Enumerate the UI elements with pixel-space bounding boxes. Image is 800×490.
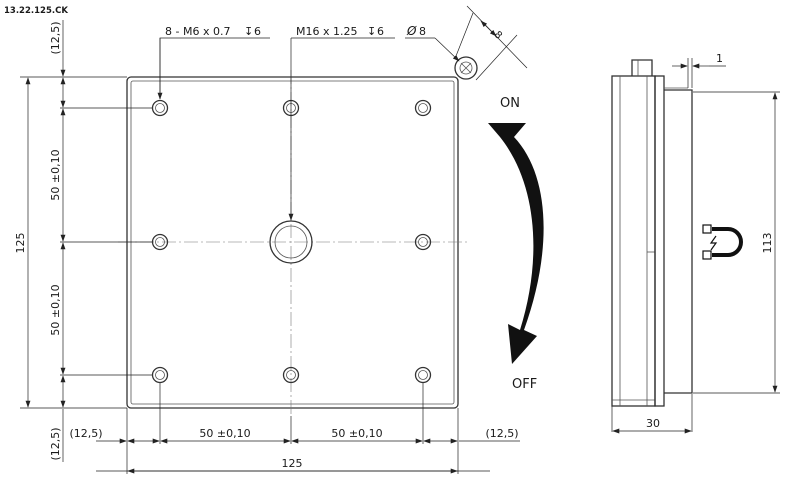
- dim-top-offset: (12,5): [49, 21, 62, 54]
- m6-hole: [282, 366, 300, 384]
- dim-overall-height: 125: [14, 233, 27, 254]
- front-view: [118, 56, 478, 416]
- thread-center-label: M16 x 1.25: [296, 25, 357, 38]
- side-plate: [654, 75, 665, 407]
- m6-hole: [414, 366, 432, 384]
- plate-inner-outline: [130, 80, 455, 405]
- plate-outline: [126, 76, 459, 409]
- thread-small-depth-symbol: ↧: [244, 25, 253, 38]
- side-view: 1 113 30: [611, 52, 780, 434]
- thread-callouts: 8 - M6 x 0.7 ↧ 6 M16 x 1.25 ↧ 6: [157, 25, 395, 221]
- dim-right-offset: (12,5): [485, 427, 518, 440]
- dim-pitch-vertical-1: 50 ±0,10: [49, 149, 62, 200]
- switch-on-label: ON: [500, 96, 520, 111]
- m6-hole: [151, 99, 169, 117]
- part-number: 13.22.125.CK: [4, 6, 68, 16]
- m6-hole: [151, 366, 169, 384]
- dim-bottom-offset: (12,5): [49, 427, 62, 460]
- dim-pitch-horizontal-1: 50 ±0,10: [199, 427, 250, 440]
- vertical-dimensions: (12,5) 50 ±0,10 50 ±0,10 (12,5) 125: [14, 20, 152, 462]
- pin-diameter-symbol: Ø: [406, 24, 417, 38]
- m6-hole: [414, 99, 432, 117]
- side-pole: [664, 89, 693, 394]
- switch-arc-arrow-icon: [488, 123, 544, 364]
- pin-width: 8: [492, 29, 504, 41]
- dim-pin-protrusion: 1: [716, 52, 723, 65]
- thread-small-depth: 6: [254, 25, 261, 38]
- magnet-icon: [702, 224, 743, 260]
- pin-callouts: Ø 8 8: [405, 5, 528, 81]
- m16-center-hole: [269, 220, 313, 264]
- pin-diameter-value: 8: [419, 25, 426, 38]
- thread-center-depth-symbol: ↧: [367, 25, 376, 38]
- side-body: [611, 75, 656, 407]
- switch-pin: [454, 56, 478, 80]
- m6-hole: [414, 233, 432, 251]
- thread-small-label: 8 - M6 x 0.7: [165, 25, 230, 38]
- on-off-switch-indicator: ON OFF: [488, 96, 544, 392]
- dim-pitch-vertical-2: 50 ±0,10: [49, 284, 62, 335]
- thread-center-depth: 6: [377, 25, 384, 38]
- dim-left-offset: (12,5): [69, 427, 102, 440]
- side-knob: [631, 59, 653, 76]
- switch-off-label: OFF: [512, 377, 537, 392]
- dim-pitch-horizontal-2: 50 ±0,10: [331, 427, 382, 440]
- dim-active-height: 113: [761, 233, 774, 254]
- horizontal-dimensions: (12,5) 50 ±0,10 50 ±0,10 (12,5) 125: [69, 383, 520, 474]
- dim-overall-width: 125: [282, 457, 303, 470]
- dim-thickness: 30: [646, 417, 660, 430]
- m6-hole: [151, 233, 169, 251]
